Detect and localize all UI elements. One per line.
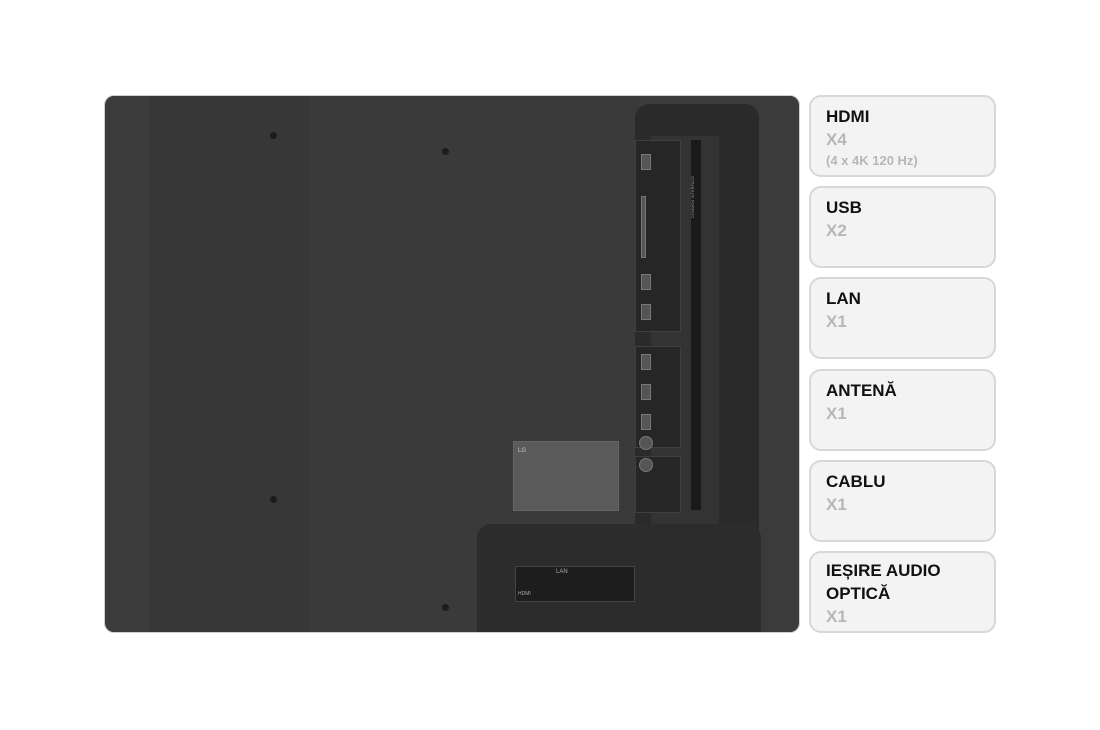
spec-card-usb: USB X2 [809, 186, 996, 268]
cable-port [639, 458, 653, 472]
spec-note: (4 x 4K 120 Hz) [826, 153, 918, 168]
spec-card-lan: LAN X1 [809, 277, 996, 359]
spec-value: X4 [826, 130, 847, 149]
spec-title: LAN [826, 289, 861, 308]
lan-label: LAN [556, 569, 568, 575]
spec-card-hdmi: HDMI X4 (4 x 4K 120 Hz) [809, 95, 996, 177]
hdmi-port [641, 304, 651, 320]
rating-label: LG [513, 441, 619, 511]
usb-port [641, 154, 651, 170]
lg-logo: LG [518, 448, 527, 454]
tv-rear-panel-image: LG LAN HDMI COMMON INTERFACE [104, 95, 800, 633]
usb-port [641, 414, 651, 430]
rear-panel-section [149, 96, 310, 632]
spec-value: X1 [826, 312, 847, 331]
spec-title: HDMI [826, 107, 870, 126]
screw-hole [270, 132, 277, 139]
spec-title: CABLU [826, 472, 886, 491]
port-label-strip [691, 140, 701, 510]
spec-card-cable: CABLU X1 [809, 460, 996, 542]
spec-title: USB [826, 198, 862, 217]
spec-title: ANTENĂ [826, 381, 897, 400]
hdmi-port [641, 274, 651, 290]
ci-slot [641, 196, 646, 258]
spec-title: IEȘIRE AUDIO OPTICĂ [826, 561, 941, 603]
spec-value: X1 [826, 607, 847, 626]
hdmi-logo: HDMI [518, 591, 531, 597]
spec-value: X1 [826, 495, 847, 514]
screw-hole [270, 496, 277, 503]
spec-card-antenna: ANTENĂ X1 [809, 369, 996, 451]
bottom-port-label: LAN HDMI [515, 566, 635, 602]
hdmi-port [641, 354, 651, 370]
screw-hole [442, 604, 449, 611]
spec-value: X1 [826, 404, 847, 423]
port-strip-text: COMMON INTERFACE [690, 176, 695, 219]
spec-card-optical-audio: IEȘIRE AUDIO OPTICĂ X1 [809, 551, 996, 633]
antenna-port [639, 436, 653, 450]
screw-hole [442, 148, 449, 155]
spec-value: X2 [826, 221, 847, 240]
hdmi-port [641, 384, 651, 400]
